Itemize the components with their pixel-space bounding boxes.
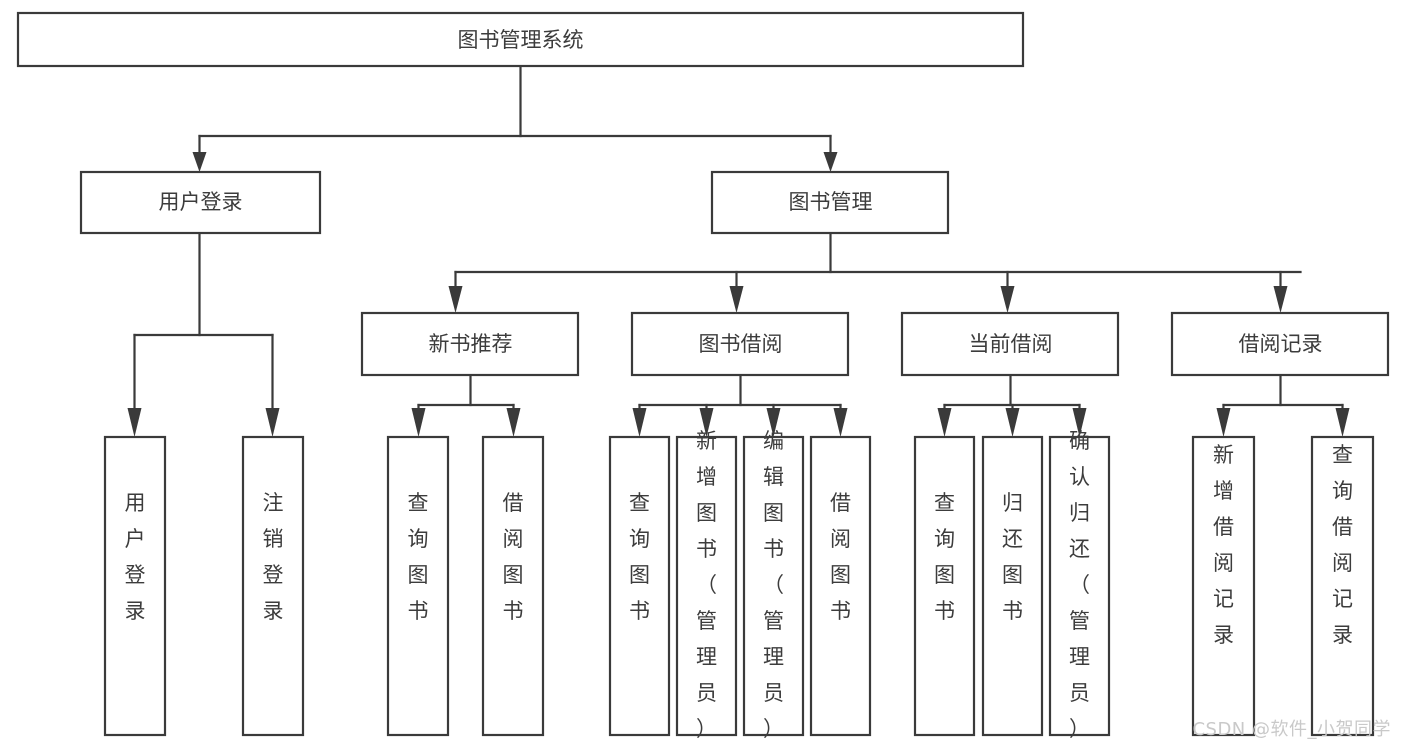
node-leaf-borrow-book-1-box[interactable] bbox=[481, 435, 545, 737]
node-leaf-user-login-label: 用户登录 bbox=[125, 491, 146, 623]
node-leaf-user-logout-label: 注销登录 bbox=[263, 491, 284, 623]
node-leaf-borrow-book-2-label: 借阅图书 bbox=[830, 491, 851, 623]
arrowhead-current-borrow bbox=[1000, 286, 1015, 313]
node-current-borrow[interactable]: 当前借阅 bbox=[900, 311, 1120, 377]
arrowhead-book-management bbox=[823, 152, 838, 172]
node-leaf-add-book-label: 新增图书（管理员） bbox=[696, 429, 717, 741]
arrowhead-leaf-confirm-return bbox=[1072, 408, 1087, 437]
arrowhead-user-login bbox=[192, 152, 207, 172]
node-new-book-recommend-box[interactable] bbox=[360, 311, 580, 377]
arrowhead-leaf-add-record bbox=[1216, 408, 1231, 437]
arrowhead-leaf-query-record bbox=[1335, 408, 1350, 437]
arrowhead-borrow-record bbox=[1273, 286, 1288, 313]
node-root-box[interactable] bbox=[16, 11, 1025, 68]
node-root[interactable]: 图书管理系统 bbox=[16, 11, 1025, 68]
node-leaf-user-login-box[interactable] bbox=[103, 435, 167, 737]
node-leaf-query-book-2-label: 查询图书 bbox=[629, 491, 650, 623]
node-new-book-recommend-label: 新书推荐 bbox=[429, 332, 513, 356]
node-book-management-box[interactable] bbox=[710, 170, 950, 235]
node-leaf-confirm-return[interactable]: 确认归还（管理员） bbox=[1048, 429, 1111, 741]
node-leaf-return-book[interactable]: 归还图书 bbox=[981, 435, 1044, 737]
node-leaf-return-book-label: 归还图书 bbox=[1002, 491, 1023, 623]
node-leaf-query-record[interactable]: 查询借阅记录 bbox=[1310, 435, 1375, 737]
node-leaf-add-book-box[interactable] bbox=[675, 435, 738, 737]
connector-layer bbox=[127, 64, 1350, 437]
node-leaf-query-book-1-box[interactable] bbox=[386, 435, 450, 737]
node-user-login-label: 用户登录 bbox=[159, 190, 243, 214]
arrowhead-new-book-recommend bbox=[448, 286, 463, 313]
node-book-borrow-box[interactable] bbox=[630, 311, 850, 377]
arrowhead-leaf-borrow-book-2 bbox=[833, 408, 848, 437]
node-leaf-query-book-3-label: 查询图书 bbox=[934, 491, 955, 623]
node-book-management-label: 图书管理 bbox=[789, 190, 873, 214]
node-leaf-confirm-return-box[interactable] bbox=[1048, 435, 1111, 737]
node-borrow-record-box[interactable] bbox=[1170, 311, 1390, 377]
node-leaf-add-record[interactable]: 新增借阅记录 bbox=[1191, 435, 1256, 737]
node-root-label: 图书管理系统 bbox=[458, 28, 584, 52]
node-leaf-add-record-box[interactable] bbox=[1191, 435, 1256, 737]
node-book-management[interactable]: 图书管理 bbox=[710, 170, 950, 235]
node-leaf-query-book-3-box[interactable] bbox=[913, 435, 976, 737]
node-leaf-query-book-2-box[interactable] bbox=[608, 435, 671, 737]
node-leaf-query-record-box[interactable] bbox=[1310, 435, 1375, 737]
node-leaf-user-logout[interactable]: 注销登录 bbox=[241, 435, 305, 737]
node-leaf-user-login[interactable]: 用户登录 bbox=[103, 435, 167, 737]
node-leaf-query-book-1-label: 查询图书 bbox=[408, 491, 429, 623]
node-leaf-query-record-label: 查询借阅记录 bbox=[1332, 443, 1353, 647]
arrowhead-leaf-query-book-3 bbox=[937, 408, 952, 437]
arrowhead-leaf-return-book bbox=[1005, 408, 1020, 437]
node-user-login-box[interactable] bbox=[79, 170, 322, 235]
node-leaf-add-book[interactable]: 新增图书（管理员） bbox=[675, 429, 738, 741]
node-leaf-query-book-1[interactable]: 查询图书 bbox=[386, 435, 450, 737]
node-current-borrow-label: 当前借阅 bbox=[969, 332, 1053, 356]
node-leaf-user-logout-box[interactable] bbox=[241, 435, 305, 737]
node-leaf-edit-book-box[interactable] bbox=[742, 435, 805, 737]
node-leaf-confirm-return-label: 确认归还（管理员） bbox=[1069, 429, 1090, 741]
arrowhead-leaf-edit-book bbox=[766, 408, 781, 437]
node-borrow-record-label: 借阅记录 bbox=[1239, 332, 1323, 356]
arrowhead-leaf-user-login bbox=[127, 408, 142, 437]
arrowhead-leaf-query-book-2 bbox=[632, 408, 647, 437]
node-book-borrow[interactable]: 图书借阅 bbox=[630, 311, 850, 377]
csdn-watermark: CSDN @软件_小贺同学 bbox=[1192, 719, 1391, 740]
node-borrow-record[interactable]: 借阅记录 bbox=[1170, 311, 1390, 377]
node-user-login[interactable]: 用户登录 bbox=[79, 170, 322, 235]
node-leaf-query-book-2[interactable]: 查询图书 bbox=[608, 435, 671, 737]
node-leaf-borrow-book-2-box[interactable] bbox=[809, 435, 872, 737]
node-leaf-query-book-3[interactable]: 查询图书 bbox=[913, 435, 976, 737]
node-leaf-borrow-book-1[interactable]: 借阅图书 bbox=[481, 435, 545, 737]
node-leaf-add-record-label: 新增借阅记录 bbox=[1213, 443, 1234, 647]
node-leaf-return-book-box[interactable] bbox=[981, 435, 1044, 737]
node-current-borrow-box[interactable] bbox=[900, 311, 1120, 377]
node-leaf-borrow-book-2[interactable]: 借阅图书 bbox=[809, 435, 872, 737]
node-leaf-edit-book-label: 编辑图书（管理员） bbox=[763, 429, 784, 741]
arrowhead-book-borrow bbox=[729, 286, 744, 313]
node-book-borrow-label: 图书借阅 bbox=[699, 332, 783, 356]
node-new-book-recommend[interactable]: 新书推荐 bbox=[360, 311, 580, 377]
arrowhead-leaf-borrow-book-1 bbox=[506, 408, 521, 437]
node-leaf-edit-book[interactable]: 编辑图书（管理员） bbox=[742, 429, 805, 741]
arrowhead-leaf-add-book bbox=[699, 408, 714, 437]
arrowhead-leaf-user-logout bbox=[265, 408, 280, 437]
node-leaf-borrow-book-1-label: 借阅图书 bbox=[503, 491, 524, 623]
arrowhead-leaf-query-book-1 bbox=[411, 408, 426, 437]
